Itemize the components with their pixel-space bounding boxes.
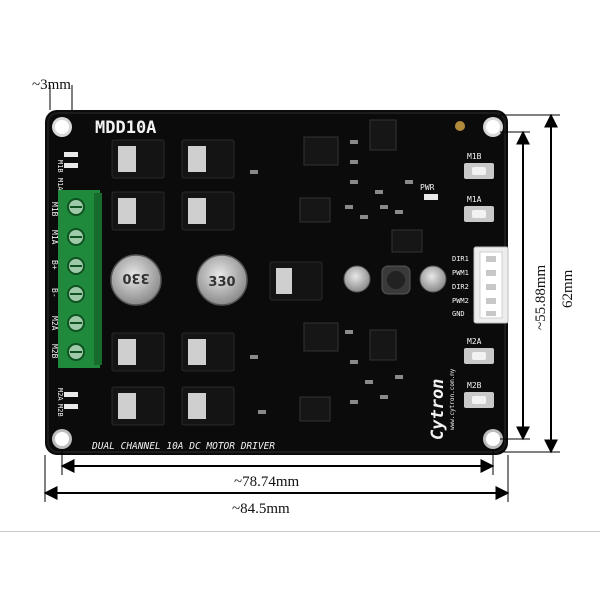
pin-label-pwm1: PWM1 <box>452 269 469 277</box>
button-m2a-label: M2A <box>467 337 482 346</box>
smd-components <box>250 140 413 414</box>
mounting-hole-bottom-right <box>483 429 503 449</box>
capacitor-left-label: 330 <box>122 270 149 285</box>
dimension-annotations: ~3mm ~78.74mm ~84.5mm ~55.88mm 6 <box>32 77 576 517</box>
button-m1a[interactable]: M1A <box>464 195 494 222</box>
dimension-inner-height-label: ~55.88mm <box>533 264 549 330</box>
button-m2b[interactable]: M2B <box>464 381 494 408</box>
dimension-outer-width: ~84.5mm <box>43 486 510 517</box>
power-led-label: PWR <box>420 183 435 192</box>
terminal-block <box>58 190 102 368</box>
mounting-hole-top-right <box>483 117 503 137</box>
led-label-m1a: M1A <box>56 178 64 191</box>
terminal-label-m1b: M1B <box>50 202 59 217</box>
dimension-outer-width-label: ~84.5mm <box>232 501 290 517</box>
header-connector <box>473 246 509 324</box>
header-pin-labels: DIR1 PWM1 DIR2 PWM2 GND <box>452 255 469 318</box>
mounting-hole-bottom-left <box>52 429 72 449</box>
mosfet-array-lower <box>111 332 235 426</box>
button-m2b-label: M2B <box>467 381 482 390</box>
terminal-label-b-minus: B- <box>50 288 59 298</box>
pin-label-dir2: DIR2 <box>452 283 469 291</box>
driver-ics <box>299 119 423 422</box>
pin-label-dir1: DIR1 <box>452 255 469 263</box>
mosfet-array-upper <box>111 139 235 231</box>
terminal-screws <box>67 198 85 361</box>
dimension-hole: ~3mm <box>32 77 73 110</box>
pin-label-gnd: GND <box>452 310 465 318</box>
terminal-label-m1a: M1A <box>50 230 59 245</box>
capacitor-left: 330 <box>110 254 162 306</box>
board-title: MDD10A <box>95 118 156 138</box>
button-m2a[interactable]: M2A <box>464 337 494 364</box>
brand-url: www.cytron.com.my <box>449 368 456 430</box>
cytron-logo: Cytron www.cytron.com.my <box>428 368 456 440</box>
power-led: PWR <box>420 183 438 200</box>
dimension-hole-label: ~3mm <box>32 77 71 93</box>
capacitor-right-label: 330 <box>208 275 235 290</box>
dimension-outer-height-label: 62mm <box>560 269 576 308</box>
button-m1b-label: M1B <box>467 152 482 161</box>
board-caption: DUAL CHANNEL 10A DC MOTOR DRIVER <box>91 441 275 452</box>
dimension-inner-width: ~78.74mm <box>60 459 495 490</box>
terminal-label-b-plus: B+ <box>50 260 59 270</box>
terminal-labels: M1B M1A B+ B- M2A M2B <box>50 202 59 359</box>
led-label-m2b: M2B <box>56 404 64 417</box>
left-led-group-bottom: M2A M2B <box>56 388 78 417</box>
pin-label-pwm2: PWM2 <box>452 297 469 305</box>
led-label-m2a: M2A <box>56 388 64 401</box>
dimension-inner-width-label: ~78.74mm <box>234 474 300 490</box>
divider-line <box>0 531 600 532</box>
left-led-group-top: M1B M1A <box>56 152 78 191</box>
capacitor-right: 330 <box>196 254 248 306</box>
button-m1b[interactable]: M1B <box>464 152 494 179</box>
small-capacitors <box>343 265 447 295</box>
button-m1a-label: M1A <box>467 195 482 204</box>
terminal-label-m2b: M2B <box>50 344 59 359</box>
mounting-hole-top-left <box>52 117 72 137</box>
dimension-inner-height: ~55.88mm <box>516 130 549 441</box>
terminal-label-m2a: M2A <box>50 316 59 331</box>
pcb-board: MDD10A M1B M1A M1B M1A B+ <box>45 110 509 455</box>
brand-name: Cytron <box>428 379 448 440</box>
dimension-outer-height: 62mm <box>544 113 576 454</box>
led-label-m1b: M1B <box>56 160 64 173</box>
